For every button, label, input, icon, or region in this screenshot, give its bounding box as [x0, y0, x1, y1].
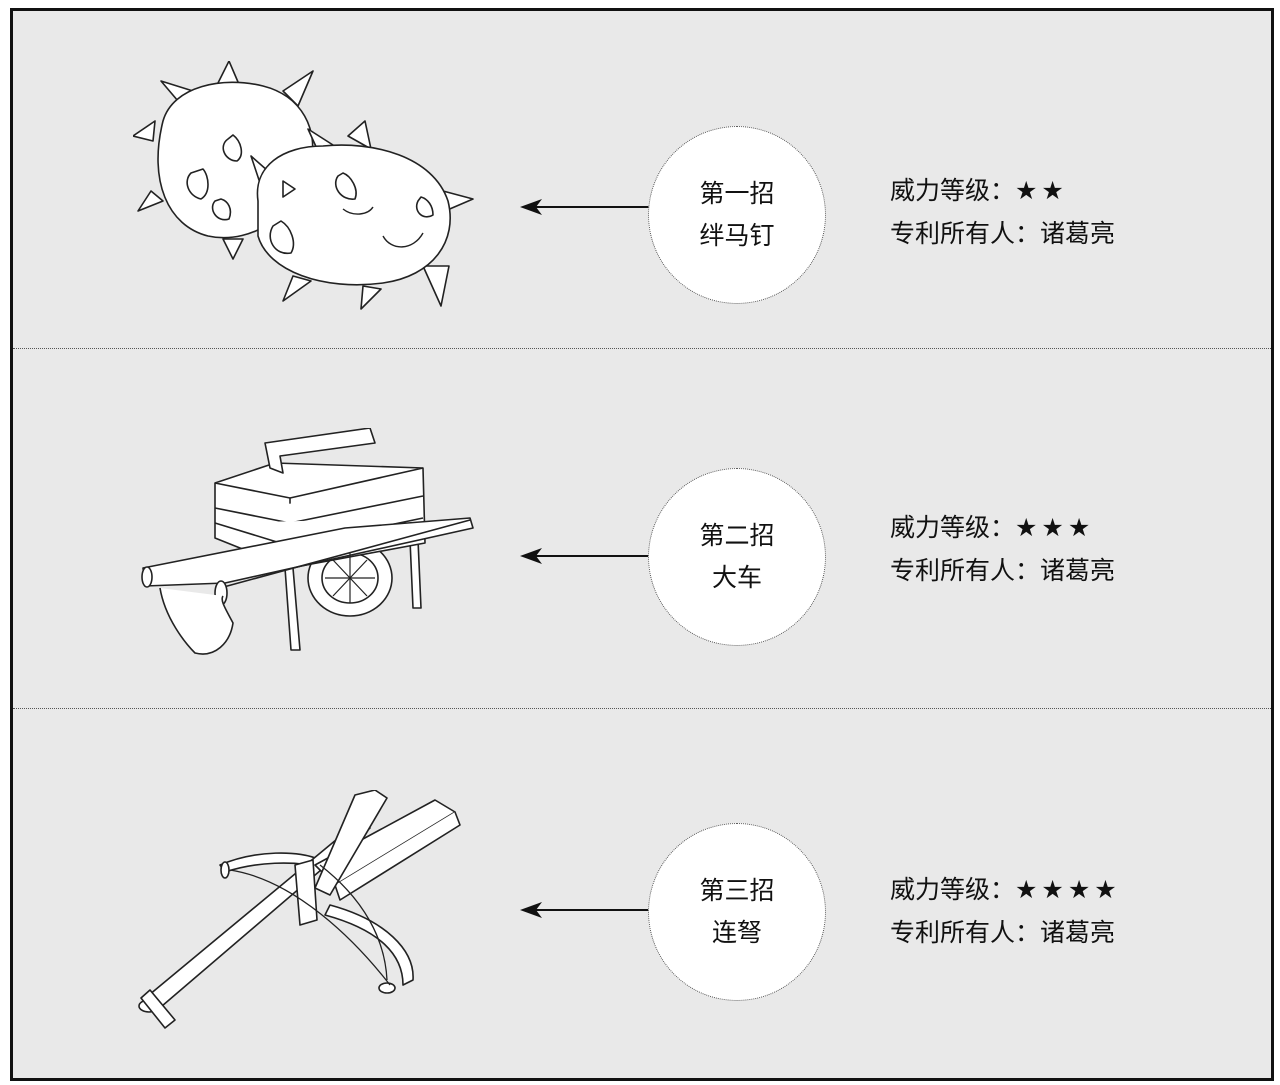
power-label: 威力等级：: [890, 176, 1016, 205]
owner-name: 诸葛亮: [1040, 918, 1116, 947]
arrow-left-icon: [520, 902, 656, 918]
section-divider: [13, 348, 1271, 349]
power-label: 威力等级：: [890, 875, 1016, 904]
figure-frame: 第一招 绊马钉 威力等级：★★ 专利所有人：诸葛亮: [10, 8, 1274, 1081]
arrow-left-icon: [520, 199, 656, 215]
move-info: 威力等级：★★ 专利所有人：诸葛亮: [890, 169, 1115, 255]
power-line: 威力等级：★★★: [890, 506, 1115, 549]
crossbow-drawing: [138, 790, 461, 1029]
owner-line: 专利所有人：诸葛亮: [890, 212, 1115, 255]
owner-label: 专利所有人：: [890, 918, 1041, 947]
caltrops-drawing: [133, 61, 474, 310]
power-label: 威力等级：: [890, 513, 1016, 542]
power-stars: ★★★: [1015, 513, 1095, 542]
move-name: 大车: [711, 563, 762, 592]
cart-drawing: [141, 428, 474, 655]
move-info: 威力等级：★★★★ 专利所有人：诸葛亮: [890, 868, 1121, 954]
move-badge: 第三招 连弩: [648, 823, 826, 1001]
power-stars: ★★★★: [1015, 875, 1121, 904]
power-line: 威力等级：★★★★: [890, 868, 1121, 911]
power-stars: ★★: [1015, 176, 1068, 205]
move-badge: 第一招 绊马钉: [648, 126, 826, 304]
move-name: 绊马钉: [699, 221, 775, 250]
move-name: 连弩: [711, 918, 762, 947]
owner-line: 专利所有人：诸葛亮: [890, 549, 1115, 592]
section-cart: 第二招 大车 威力等级：★★★ 专利所有人：诸葛亮: [13, 348, 1271, 708]
arrow-left-icon: [520, 548, 656, 564]
move-number: 第一招: [699, 179, 775, 208]
owner-name: 诸葛亮: [1040, 556, 1116, 585]
owner-line: 专利所有人：诸葛亮: [890, 911, 1121, 954]
move-badge: 第二招 大车: [648, 468, 826, 646]
owner-label: 专利所有人：: [890, 556, 1041, 585]
section-crossbow: 第三招 连弩 威力等级：★★★★ 专利所有人：诸葛亮: [13, 708, 1271, 1078]
owner-name: 诸葛亮: [1040, 219, 1116, 248]
section-caltrops: 第一招 绊马钉 威力等级：★★ 专利所有人：诸葛亮: [13, 11, 1271, 348]
move-info: 威力等级：★★★ 专利所有人：诸葛亮: [890, 506, 1115, 592]
owner-label: 专利所有人：: [890, 219, 1041, 248]
power-line: 威力等级：★★: [890, 169, 1115, 212]
move-number: 第三招: [699, 876, 775, 905]
section-divider: [13, 708, 1271, 709]
move-number: 第二招: [699, 521, 775, 550]
